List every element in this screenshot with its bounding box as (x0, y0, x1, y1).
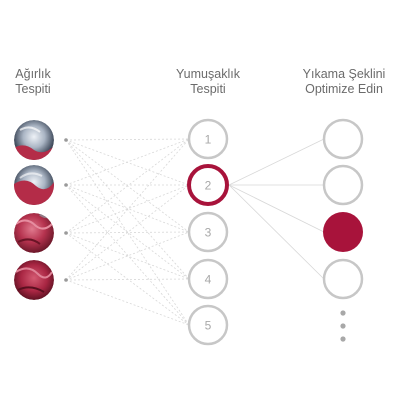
weight-input-image-3 (14, 213, 54, 253)
softness-detection-heading: Yumuşaklık Tespiti (160, 67, 256, 97)
weight-input-image-2 (14, 165, 54, 205)
input-to-softness-line (65, 232, 190, 326)
input-to-softness-line (65, 138, 190, 141)
connector-lines (64, 138, 325, 326)
softness-nodes: 1 2 3 4 5 (187, 118, 229, 346)
weight-detection-heading: Ağırlık Tespiti (0, 67, 66, 97)
output-node-1 (322, 118, 364, 160)
input-connector-dot (64, 138, 68, 142)
input-to-softness-line (65, 138, 190, 281)
softness-heading-line-1: Yumuşaklık (176, 67, 240, 81)
softness-node-3 (187, 211, 229, 253)
input-to-softness-line (65, 184, 190, 233)
softness-heading-line-2: Tespiti (190, 82, 226, 96)
softness-node-label-5: 5 (205, 319, 212, 333)
input-to-softness-line (65, 232, 190, 280)
output-node-4 (322, 258, 364, 300)
softness-node-label-4: 4 (205, 273, 212, 287)
weight-heading-line-1: Ağırlık (15, 67, 51, 81)
softness-node-4 (187, 258, 229, 300)
softness-to-output-line (228, 184, 325, 280)
input-to-softness-line (65, 184, 190, 326)
input-to-softness-line (65, 184, 190, 281)
softness-node-label-2: 2 (205, 179, 212, 193)
input-to-softness-line (65, 139, 190, 186)
output-node-selected (323, 212, 363, 252)
input-to-softness-line (65, 279, 190, 326)
input-to-softness-line (65, 139, 190, 326)
softness-node-label-3: 3 (205, 226, 212, 240)
optimize-wash-heading: Yıkama Şeklini Optimize Edin (290, 67, 398, 97)
optimize-heading-line-1: Yıkama Şeklini (302, 67, 386, 81)
continuation-dot-1 (340, 310, 346, 316)
softness-node-2 (187, 164, 229, 206)
input-to-softness-line (65, 278, 190, 281)
softness-to-output-line (228, 184, 325, 233)
input-connector-dot (64, 183, 68, 187)
continuation-dot-2 (340, 323, 346, 329)
softness-node-label-1: 1 (205, 133, 212, 147)
input-to-softness-line (65, 138, 190, 234)
softness-node-1 (187, 118, 229, 160)
input-to-softness-line (65, 138, 190, 186)
input-connector-dot (64, 278, 68, 282)
optimize-heading-line-2: Optimize Edin (305, 82, 383, 96)
softness-node-5 (187, 304, 229, 346)
input-connector-dot (64, 231, 68, 235)
input-to-softness-line (65, 184, 190, 280)
weight-heading-line-2: Tespiti (15, 82, 51, 96)
weight-input-image-1 (14, 120, 54, 160)
output-nodes (322, 118, 364, 300)
weight-input-image-4 (14, 260, 54, 300)
continuation-dot-3 (340, 336, 346, 342)
softness-to-output-line (228, 138, 325, 186)
output-node-2 (322, 164, 364, 206)
